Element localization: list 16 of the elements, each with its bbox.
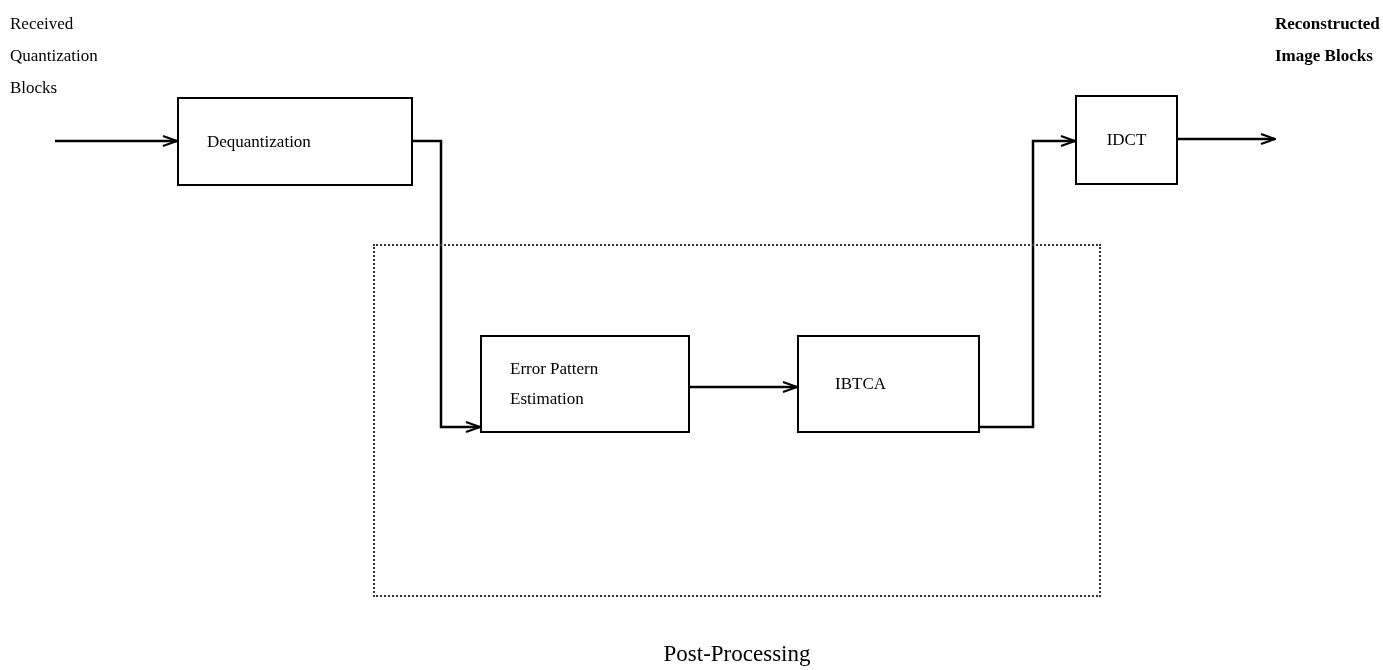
arrow xyxy=(55,135,178,147)
process-box xyxy=(480,335,690,433)
box-label: IBTCA xyxy=(835,373,886,395)
box-label: Dequantization xyxy=(207,130,311,153)
box-label: IDCT xyxy=(1106,129,1147,151)
arrow xyxy=(1178,133,1276,145)
arrow xyxy=(980,135,1076,429)
group-heading: Post-Processing xyxy=(663,640,811,668)
arrow xyxy=(690,381,798,393)
io-label: Reconstructed Image Blocks xyxy=(1275,13,1380,67)
process-box xyxy=(177,97,413,186)
arrow xyxy=(413,139,481,433)
process-box xyxy=(797,335,980,433)
box-label: Error Pattern Estimation xyxy=(510,358,600,410)
process-box xyxy=(1075,95,1178,185)
io-label: Received Quantization Blocks xyxy=(10,13,98,99)
